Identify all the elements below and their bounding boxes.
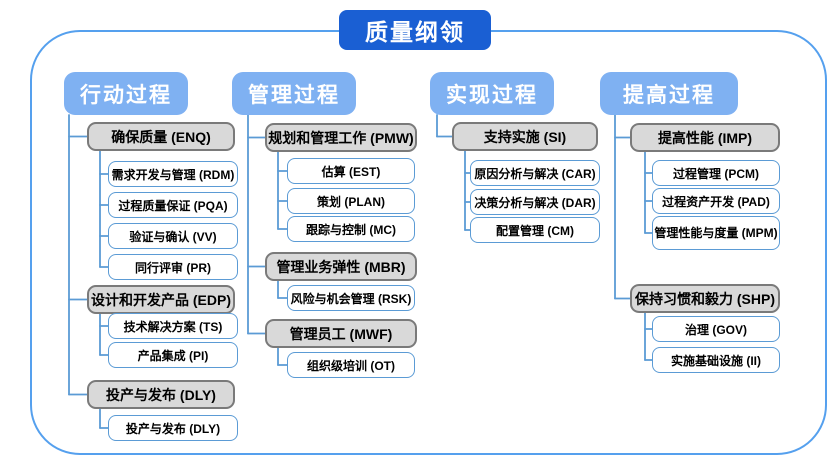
node-ii: 实施基础设施 (II) [652, 347, 780, 373]
node-si: 支持实施 (SI) [452, 122, 598, 151]
node-dly: 投产与发布 (DLY) [108, 415, 238, 441]
node-ot: 组织级培训 (OT) [287, 352, 415, 378]
node-pmw: 规划和管理工作 (PMW) [265, 123, 417, 152]
node-est: 估算 (EST) [287, 158, 415, 184]
node-cm: 配置管理 (CM) [470, 217, 600, 243]
node-pqa: 过程质量保证 (PQA) [108, 192, 238, 218]
node-enq: 确保质量 (ENQ) [87, 122, 235, 151]
column-header-implementation-process: 实现过程 [430, 72, 554, 115]
node-imp: 提高性能 (IMP) [630, 123, 780, 152]
column-header-management-process: 管理过程 [232, 72, 356, 115]
node-pi: 产品集成 (PI) [108, 342, 238, 368]
diagram-title: 质量纲领 [339, 10, 491, 50]
node-mwf: 管理员工 (MWF) [265, 319, 417, 348]
node-pcm: 过程管理 (PCM) [652, 160, 780, 186]
node-rdm: 需求开发与管理 (RDM) [108, 161, 238, 187]
node-shp: 保持习惯和毅力 (SHP) [630, 284, 780, 313]
column-header-improvement-process: 提高过程 [600, 72, 738, 115]
node-dar: 决策分析与解决 (DAR) [470, 189, 600, 215]
node-pad: 过程资产开发 (PAD) [652, 188, 780, 214]
node-car: 原因分析与解决 (CAR) [470, 160, 600, 186]
node-gov: 治理 (GOV) [652, 316, 780, 342]
node-dly-group: 投产与发布 (DLY) [87, 380, 235, 409]
node-mbr: 管理业务弹性 (MBR) [265, 252, 417, 281]
node-plan: 策划 (PLAN) [287, 188, 415, 214]
node-ts: 技术解决方案 (TS) [108, 313, 238, 339]
node-rsk: 风险与机会管理 (RSK) [287, 285, 415, 311]
node-mc: 跟踪与控制 (MC) [287, 216, 415, 242]
node-vv: 验证与确认 (VV) [108, 223, 238, 249]
node-edp: 设计和开发产品 (EDP) [87, 285, 235, 314]
node-pr: 同行评审 (PR) [108, 254, 238, 280]
column-header-action-process: 行动过程 [64, 72, 188, 115]
node-mpm: 管理性能与度量 (MPM) [652, 216, 780, 250]
